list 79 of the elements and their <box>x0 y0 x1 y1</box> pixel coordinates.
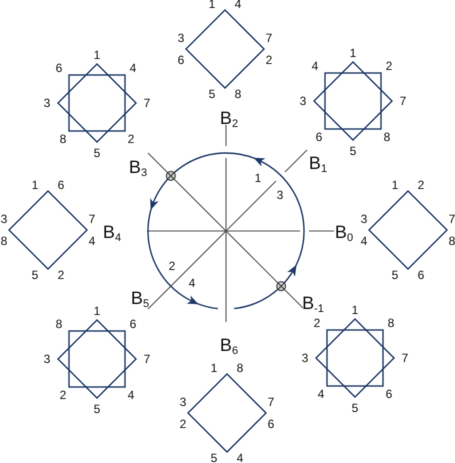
sector-number: 1 <box>254 172 262 184</box>
overlapping-squares <box>58 64 136 142</box>
axis-label: B$_{6}$ <box>220 336 238 354</box>
vertex-number: 3 <box>44 97 50 109</box>
vertex-number: 5 <box>350 145 356 157</box>
sector-number: 3 <box>276 189 284 201</box>
vertex-number: 3 <box>302 352 308 364</box>
vertex-number: 1 <box>94 49 100 61</box>
axis-label: B$_{-1}$ <box>302 294 324 312</box>
vertex-number: 5 <box>352 402 358 414</box>
vertex-number: 5 <box>32 269 38 281</box>
vertex-number: 1 <box>208 0 216 10</box>
vertex-number: 4 <box>234 0 242 10</box>
vertex-number: 4 <box>360 235 368 247</box>
vertex-number: 1 <box>94 305 100 317</box>
vertex-number: 8 <box>384 131 390 143</box>
vertex-number: 5 <box>210 452 218 463</box>
vertex-number: 4 <box>88 235 96 247</box>
vertex-number: 5 <box>208 88 216 100</box>
vertex-number: 6 <box>316 131 322 143</box>
vertex-number: 7 <box>268 396 274 408</box>
vertex-number: 5 <box>94 403 100 415</box>
vertex-number: 3 <box>360 213 368 225</box>
vertex-number: 8 <box>56 318 62 330</box>
overlapping-squares <box>316 319 394 397</box>
vertex-number: 3 <box>0 213 8 225</box>
vertex-number: 5 <box>94 147 100 159</box>
vertex-number: 3 <box>300 95 306 107</box>
vertex-number: 7 <box>144 353 150 365</box>
vertex-number: 7 <box>402 352 408 364</box>
vertex-number: 6 <box>130 318 136 330</box>
vertex-number: 6 <box>268 418 274 430</box>
vertex-number: 4 <box>128 389 134 401</box>
vertex-number: 2 <box>386 60 392 72</box>
vertex-number: 2 <box>266 54 272 66</box>
vertex-number: 2 <box>314 317 320 329</box>
vertex-number: 2 <box>128 133 134 145</box>
vertex-number: 8 <box>448 235 455 247</box>
vertex-number: 6 <box>386 388 392 400</box>
axis-label: B$_{2}$ <box>220 109 238 127</box>
vertex-number: 6 <box>56 62 62 74</box>
overlapping-squares <box>58 320 136 398</box>
axis-label: B$_{4}$ <box>102 223 122 241</box>
axis-label: B$_{5}$ <box>130 289 150 307</box>
vertex-number: 7 <box>448 213 455 225</box>
vertex-number: 1 <box>32 179 38 191</box>
vertex-number: 3 <box>178 32 184 44</box>
vertex-number: 1 <box>210 362 218 374</box>
vertex-number: 1 <box>352 304 358 316</box>
vertex-number: 4 <box>236 452 244 463</box>
sector-number: 2 <box>168 260 176 272</box>
vertex-number: 5 <box>392 269 398 281</box>
vertex-number: 7 <box>144 97 150 109</box>
vertex-number: 7 <box>88 213 96 225</box>
axis-label: B$_{0}$ <box>334 223 354 241</box>
vertex-number: 6 <box>58 179 64 191</box>
axis-label: B$_{1}$ <box>308 154 328 172</box>
vertex-number: 1 <box>392 179 398 191</box>
vertex-number: 8 <box>388 317 394 329</box>
vertex-number: 2 <box>418 179 424 191</box>
vertex-number: 8 <box>60 133 66 145</box>
vertex-number: 2 <box>60 389 66 401</box>
vertex-number: 8 <box>236 362 244 374</box>
vertex-number: 4 <box>312 60 318 72</box>
vertex-number: 8 <box>234 88 242 100</box>
vertex-number: 6 <box>418 269 424 281</box>
vertex-number: 2 <box>180 418 186 430</box>
vertex-number: 4 <box>318 388 324 400</box>
vertex-number: 1 <box>350 47 356 59</box>
vertex-number: 6 <box>178 54 184 66</box>
vertex-number: 4 <box>130 62 136 74</box>
vertex-number: 7 <box>266 32 272 44</box>
sector-number: 4 <box>188 277 196 289</box>
vertex-number: 3 <box>180 396 186 408</box>
axis-label: B$_{3}$ <box>128 158 148 176</box>
vertex-number: 7 <box>400 95 406 107</box>
vertex-number: 3 <box>44 353 50 365</box>
vertex-number: 8 <box>0 235 8 247</box>
vertex-number: 2 <box>58 269 64 281</box>
